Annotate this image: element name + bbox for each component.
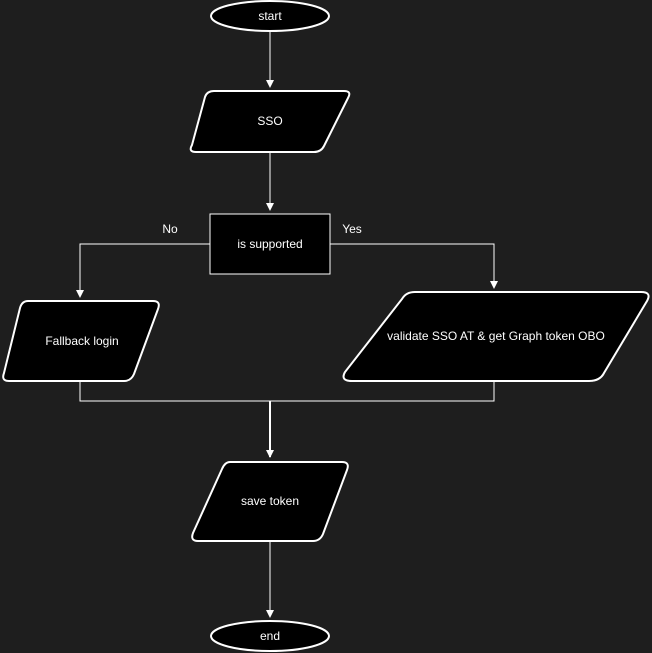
save-label: save token <box>241 494 299 508</box>
decision-box-shape <box>209 213 331 275</box>
node-sso: SSO <box>189 90 351 153</box>
fallback-parallelogram-shape <box>2 300 160 382</box>
node-validate: validate SSO AT & get Graph token OBO <box>342 291 650 382</box>
edge-decision-no-to-fallback <box>76 243 210 298</box>
sso-label: SSO <box>257 114 282 128</box>
node-end: end <box>210 620 330 652</box>
start-label: start <box>258 9 282 23</box>
save-parallelogram-shape <box>191 461 349 542</box>
node-fallback: Fallback login <box>2 300 160 382</box>
decision-label: is supported <box>237 237 302 251</box>
edge-label-no: No <box>162 222 178 236</box>
edge-label-yes: Yes <box>342 222 362 236</box>
edge-fallback-merge <box>79 381 270 402</box>
edge-validate-merge <box>270 381 495 402</box>
end-terminator-shape <box>210 620 330 652</box>
edge-decision-yes-to-validate <box>330 243 498 289</box>
end-label: end <box>260 629 280 643</box>
sso-parallelogram-shape <box>189 90 351 153</box>
validate-parallelogram-shape <box>342 291 650 382</box>
node-start: start <box>210 0 330 32</box>
validate-label: validate SSO AT & get Graph token OBO <box>387 329 605 343</box>
start-terminator-shape <box>210 0 330 32</box>
fallback-label: Fallback login <box>45 334 118 348</box>
edges <box>76 31 498 618</box>
node-save: save token <box>191 461 349 542</box>
node-decision: is supported <box>209 213 331 275</box>
